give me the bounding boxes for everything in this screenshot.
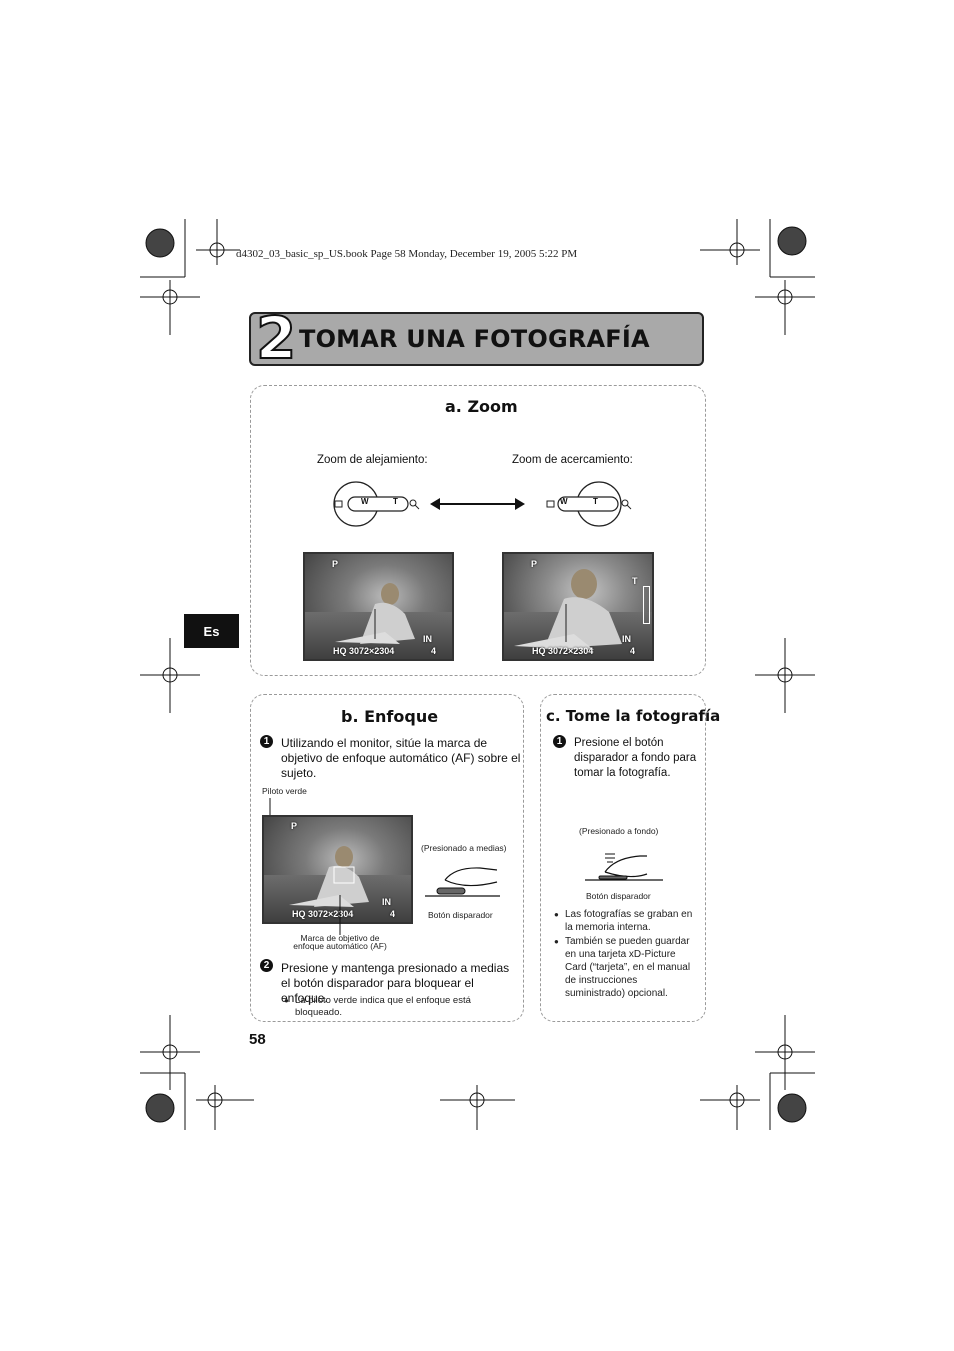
focus-step1-text: Utilizando el monitor, sitúe la marca de… — [281, 736, 521, 781]
osd-memory: IN — [622, 634, 631, 644]
zoom-lever-tele: W T — [545, 481, 635, 527]
zoom-bar-indicator — [643, 586, 650, 624]
shoot-bullet-item: Las fotografías se graban en la memoria … — [565, 908, 700, 934]
osd-count: 4 — [390, 909, 395, 919]
osd-quality: HQ 3072×2304 — [333, 646, 394, 656]
osd-memory: IN — [423, 634, 432, 644]
focus-note: La piloto verde indica que el enfoque es… — [295, 995, 500, 1019]
focus-heading: b. Enfoque — [341, 707, 438, 726]
osd-mode: P — [332, 559, 338, 569]
af-mark-label: Marca de objetivo de enfoque automático … — [285, 934, 395, 950]
zoom-t-label: T — [393, 497, 398, 506]
osd-quality: HQ 3072×2304 — [532, 646, 593, 656]
shoot-bullets: Las fotografías se graban en la memoria … — [565, 908, 700, 1000]
monitor-wide-photo: P IN HQ 3072×2304 4 — [303, 552, 454, 661]
print-header: d4302_03_basic_sp_US.book Page 58 Monday… — [236, 248, 577, 260]
girl-reading-image — [305, 554, 454, 661]
zoom-t-label: T — [593, 497, 598, 506]
osd-mode: P — [531, 559, 537, 569]
page-number: 58 — [249, 1031, 266, 1048]
osd-quality: HQ 3072×2304 — [292, 909, 353, 919]
shutter-half-press-icon — [425, 862, 500, 904]
zoom-double-arrow-icon — [430, 497, 525, 511]
green-lamp-label: Piloto verde — [262, 786, 307, 796]
focus-shutter-label: Botón disparador — [428, 910, 493, 920]
zoom-lever-wide: W T — [333, 481, 423, 527]
af-mark-label-line2: enfoque automático (AF) — [285, 942, 395, 950]
shoot-step1-text: Presione el botón disparador a fondo par… — [574, 736, 704, 781]
zoom-lever-wide-icon — [333, 481, 423, 527]
zoom-lever-tele-icon — [545, 481, 635, 527]
af-mark-pointer-icon — [338, 895, 342, 935]
osd-count: 4 — [630, 646, 635, 656]
chapter-number: 2 — [256, 306, 296, 370]
shutter-full-press-icon — [585, 848, 665, 888]
shoot-step1-number: 1 — [553, 735, 566, 748]
shoot-heading: c. Tome la fotografía — [546, 707, 720, 725]
focus-step1-number: 1 — [260, 735, 273, 748]
half-press-label: (Presionado a medias) — [421, 843, 507, 853]
zoom-out-label: Zoom de alejamiento: — [317, 454, 428, 466]
monitor-tele-photo: P T IN HQ 3072×2304 4 — [502, 552, 654, 661]
zoom-w-label: W — [361, 497, 369, 506]
language-tab: Es — [184, 614, 239, 648]
zoom-w-label: W — [560, 497, 568, 506]
full-press-label: (Presionado a fondo) — [579, 826, 658, 836]
focus-step2-number: 2 — [260, 959, 273, 972]
girl-reading-zoomed-image — [504, 554, 654, 661]
osd-zoom-t: T — [632, 576, 638, 586]
osd-memory: IN — [382, 897, 391, 907]
osd-mode: P — [291, 821, 297, 831]
osd-count: 4 — [431, 646, 436, 656]
chapter-title: TOMAR UNA FOTOGRAFÍA — [299, 325, 650, 353]
shoot-bullet-item: También se pueden guardar en una tarjeta… — [565, 935, 700, 1000]
shoot-shutter-label: Botón disparador — [586, 891, 651, 901]
zoom-heading: a. Zoom — [445, 397, 518, 416]
zoom-in-label: Zoom de acercamiento: — [512, 454, 633, 466]
